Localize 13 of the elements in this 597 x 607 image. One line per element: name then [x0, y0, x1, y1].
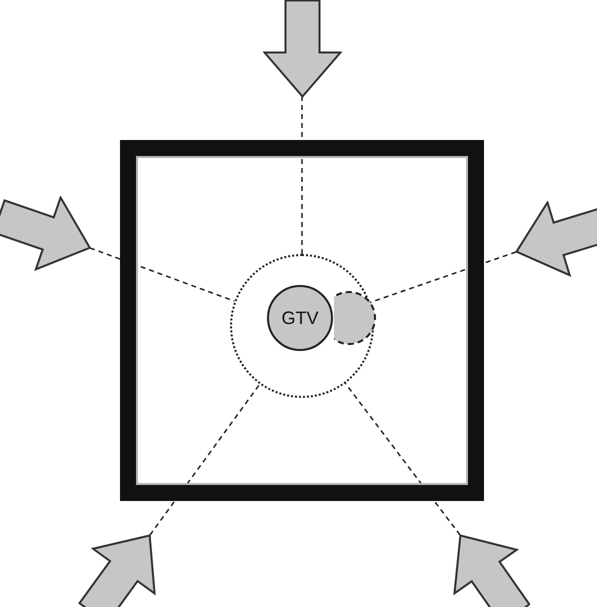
dashed-line	[90, 247, 235, 302]
dashed-line	[301, 96, 303, 254]
dashed-line	[370, 251, 516, 304]
dashed-circle	[334, 290, 377, 346]
dashed-line	[344, 382, 461, 536]
square-frame	[120, 140, 484, 501]
dotted-circle	[230, 254, 374, 398]
beam-arrow	[262, 0, 342, 98]
beam-arrow	[514, 201, 597, 277]
beam-arrow	[452, 534, 530, 607]
beam-arrow	[0, 196, 92, 272]
beam-arrow	[78, 534, 156, 607]
dashed-line	[149, 384, 260, 536]
